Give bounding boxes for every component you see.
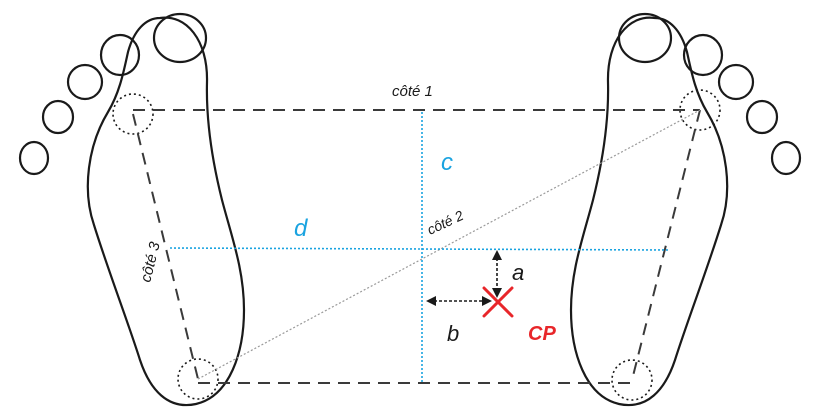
left-toe-4 bbox=[41, 99, 75, 135]
left-toe-big bbox=[152, 12, 208, 64]
label-cp: CP bbox=[528, 323, 556, 345]
left-heel-marker bbox=[177, 358, 219, 400]
left-toe-2 bbox=[99, 33, 141, 77]
label-side1: côté 1 bbox=[392, 83, 433, 100]
left-foot-sole bbox=[86, 16, 246, 407]
horizontal-axis-d bbox=[169, 247, 671, 251]
left-foot bbox=[18, 12, 246, 407]
right-foot bbox=[569, 12, 802, 407]
right-toe-3 bbox=[717, 63, 755, 101]
side2-diagonal bbox=[197, 109, 701, 380]
right-toe-4 bbox=[745, 99, 779, 135]
arrow-a-head-top bbox=[492, 250, 502, 260]
right-side-line bbox=[631, 109, 701, 381]
label-side3: côté 3 bbox=[137, 240, 164, 284]
right-toe-big bbox=[617, 12, 673, 64]
left-toe-3 bbox=[66, 63, 104, 101]
left-toe-5 bbox=[18, 140, 50, 176]
label-d: d bbox=[294, 215, 308, 242]
arrow-a-head-bottom bbox=[492, 288, 502, 298]
right-heel-marker bbox=[611, 359, 653, 401]
right-toe-5 bbox=[770, 140, 802, 176]
label-c: c bbox=[441, 149, 453, 176]
right-forefoot-marker bbox=[679, 89, 721, 131]
right-toe-2 bbox=[682, 33, 724, 77]
arrow-b-head-left bbox=[426, 296, 436, 306]
label-b: b bbox=[447, 321, 459, 346]
cp-cross bbox=[482, 286, 514, 318]
right-foot-sole bbox=[569, 16, 729, 407]
label-side2: côté 2 bbox=[425, 207, 467, 238]
side3-line bbox=[132, 113, 199, 380]
left-forefoot-marker bbox=[112, 93, 154, 135]
label-a: a bbox=[512, 260, 524, 285]
arrow-b-head-right bbox=[482, 296, 492, 306]
